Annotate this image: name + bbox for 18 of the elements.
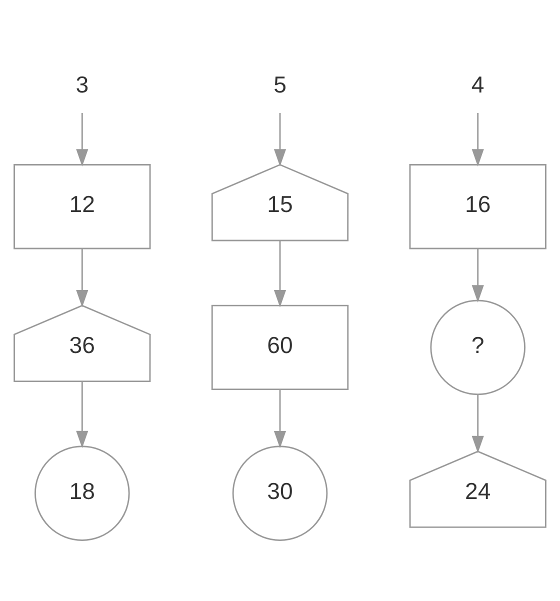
arrow	[274, 240, 286, 308]
arrow	[472, 394, 484, 454]
arrow	[76, 381, 88, 448]
arrow	[274, 113, 286, 166]
node-circle: 18	[34, 446, 130, 541]
node-text: 4	[471, 71, 484, 98]
node-circle: ?	[430, 300, 526, 396]
arrow	[76, 113, 88, 166]
node-box: 60	[211, 304, 349, 390]
arrow	[76, 248, 88, 308]
arrow	[472, 248, 484, 303]
node-box: 12	[14, 164, 151, 250]
node-circle: 30	[232, 446, 328, 541]
arrow	[274, 389, 286, 448]
node-box: 16	[409, 164, 546, 250]
arrow	[472, 113, 484, 166]
node-text: 5	[274, 71, 286, 98]
node-text: 3	[76, 71, 89, 98]
